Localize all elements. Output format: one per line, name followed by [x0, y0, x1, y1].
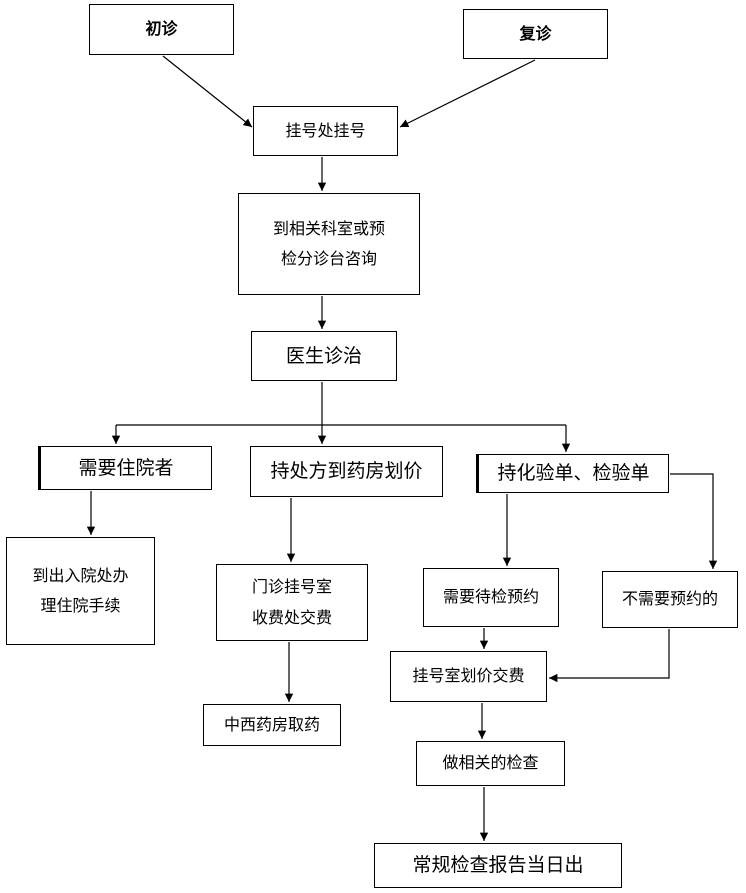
- node-no-appointment: 不需要预约的: [602, 571, 738, 628]
- arrow-first-to-register: [162, 55, 253, 128]
- node-lab-orders: 持化验单、检验单: [476, 454, 669, 493]
- node-consult: 到相关科室或预 检分诊台咨询: [238, 193, 420, 295]
- arrow-no-appointment-to-pay: [549, 629, 670, 683]
- node-diagnose: 医生诊治: [251, 331, 397, 381]
- node-registration-payment: 挂号室划价交费: [390, 651, 547, 702]
- arrow-return-to-register: [399, 59, 536, 128]
- node-report: 常规检查报告当日出: [374, 843, 622, 888]
- node-pharmacy: 中西药房取药: [203, 704, 341, 746]
- node-return-visit: 复诊: [463, 9, 608, 59]
- node-examination: 做相关的检查: [416, 741, 565, 786]
- node-outpatient-payment: 门诊挂号室 收费处交费: [216, 564, 368, 641]
- node-prescription: 持处方到药房划价: [250, 446, 443, 497]
- node-admission: 到出入院处办 理住院手续: [6, 537, 155, 645]
- node-inpatient-needed: 需要住院者: [38, 446, 212, 490]
- node-appointment-needed: 需要待检预约: [423, 568, 559, 627]
- node-first-visit: 初诊: [89, 4, 234, 55]
- node-register: 挂号处挂号: [253, 106, 398, 156]
- arrow-lab-to-no-appointment: [670, 473, 718, 569]
